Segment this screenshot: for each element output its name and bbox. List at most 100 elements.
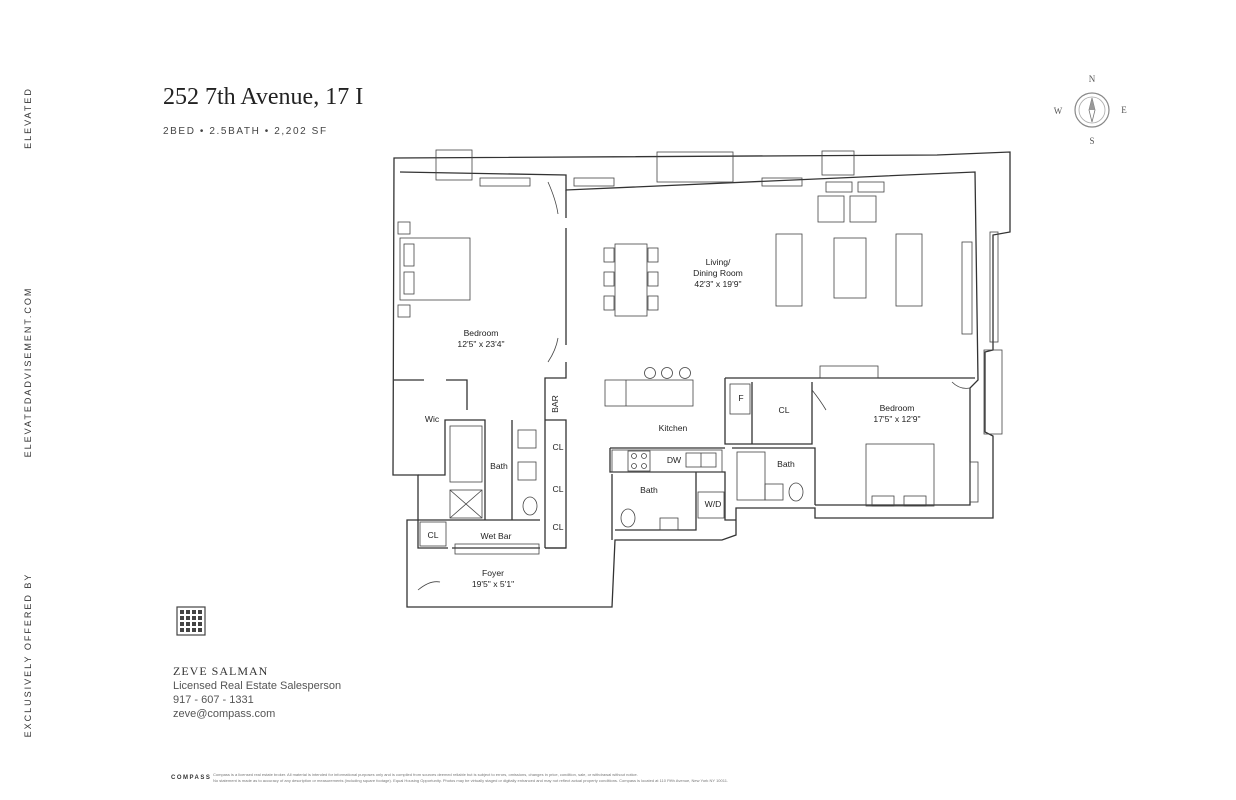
floor-plan: Living/ Dining Room 42'3" x 19'9" Bedroo… <box>392 149 1011 608</box>
closet-label: CL <box>553 442 564 452</box>
dining-chair <box>647 271 659 287</box>
wet-bar-label: Wet Bar <box>481 531 512 541</box>
compass-needle-north <box>1089 98 1095 110</box>
armchair <box>817 195 845 223</box>
bar-stool <box>661 367 673 379</box>
dining-chair <box>647 295 659 311</box>
sidebar-brand-text: ELEVATED <box>23 87 33 149</box>
bath-1-label: Bath <box>490 461 508 471</box>
dresser <box>969 461 979 503</box>
interior-wall <box>394 190 567 549</box>
agent-email[interactable]: zeve@compass.com <box>173 708 276 720</box>
closet-label: CL <box>779 405 790 415</box>
sidebar-offered-text: EXCLUSIVELY OFFERED BY <box>23 572 33 738</box>
bath-3-label: Bath <box>777 459 795 469</box>
bedroom-2-size: 17'5" x 12'9" <box>873 414 920 424</box>
kitchen-label: Kitchen <box>659 423 688 433</box>
dining-chair <box>603 271 615 287</box>
armchair <box>849 195 877 223</box>
coffee-table <box>833 237 867 299</box>
living-room-size: 42'3" x 19'9" <box>694 279 741 289</box>
burner <box>631 463 637 469</box>
wic-label: Wic <box>425 414 440 424</box>
kitchen-counter <box>611 449 723 473</box>
compass-e-label: E <box>1121 105 1127 115</box>
stove <box>627 450 651 472</box>
toilet <box>620 508 636 528</box>
compass-w-label: W <box>1054 106 1063 116</box>
bedroom-1-size: 12'5" x 23'4" <box>457 339 504 349</box>
window-bay <box>479 177 531 187</box>
side-chair <box>857 181 885 193</box>
window-bay <box>821 150 855 176</box>
burner <box>631 453 637 459</box>
bath-2-label: Bath <box>640 485 658 495</box>
window-bay <box>761 177 803 187</box>
powder-sink <box>659 517 679 531</box>
bedroom-1-label: Bedroom <box>464 328 499 338</box>
compass-n-label: N <box>1089 74 1096 84</box>
bar-stool <box>644 367 656 379</box>
washer-dryer-label: W/D <box>705 499 722 509</box>
nightstand <box>397 304 411 318</box>
agent-phone[interactable]: 917 - 607 - 1331 <box>173 694 254 706</box>
disclaimer-line-1: Compass is a licensed real estate broker… <box>213 772 638 777</box>
sidebar-website-link[interactable]: ELEVATEDADVISEMENT.COM <box>23 286 33 458</box>
dishwasher-label: DW <box>667 455 682 465</box>
fridge-box <box>729 383 751 415</box>
living-room-label-2: Dining Room <box>693 268 743 278</box>
disclaimer-line-2: No statement is made as to accuracy of a… <box>213 778 729 783</box>
foyer-wall <box>417 520 566 549</box>
dining-chair <box>603 247 615 263</box>
compass-outer-ring <box>1074 92 1110 128</box>
compass-brand-logo: COMPASS <box>171 775 212 781</box>
wet-bar-counter <box>454 543 540 555</box>
bed-secondary <box>865 443 935 507</box>
bathtub <box>736 451 766 501</box>
closet-label: CL <box>553 522 564 532</box>
window-bay <box>435 149 473 181</box>
media-console <box>961 241 973 335</box>
vanity-sink <box>517 429 537 449</box>
dining-chair <box>603 295 615 311</box>
shower <box>449 489 483 519</box>
window-bay <box>983 349 1003 435</box>
pillow <box>403 271 415 295</box>
bedroom-2-label: Bedroom <box>880 403 915 413</box>
pillow <box>903 495 927 507</box>
shower-diagonal <box>449 489 483 519</box>
side-chair <box>825 181 853 193</box>
living-room-label: Living/ <box>706 257 731 267</box>
closet-box <box>419 521 447 547</box>
kitchen-island <box>604 379 694 407</box>
dining-table <box>614 243 648 317</box>
pillow <box>403 243 415 267</box>
toilet <box>788 482 804 502</box>
toilet <box>522 496 538 516</box>
compass-s-label: S <box>1089 136 1094 146</box>
washer-dryer-box <box>697 491 725 519</box>
agent-name: ZEVE SALMAN <box>173 664 269 678</box>
vanity-sink <box>517 461 537 481</box>
fridge-label: F <box>738 393 743 403</box>
closet-label: CL <box>553 484 564 494</box>
window-bay <box>656 151 734 183</box>
bath-sink <box>764 483 784 501</box>
window-bay <box>989 231 999 343</box>
dining-chair <box>647 247 659 263</box>
compass-rose-icon: N S E W <box>1054 74 1128 146</box>
closet-label: CL <box>428 530 439 540</box>
door-swings <box>417 181 971 591</box>
tv-stand <box>819 365 879 379</box>
page-subtitle: 2BED • 2.5BATH • 2,202 SF <box>163 126 328 137</box>
bar-stool <box>679 367 691 379</box>
bar-label: BAR <box>550 395 560 413</box>
sofa-right <box>895 233 923 307</box>
window-bay <box>573 177 615 187</box>
foyer-size: 19'5" x 5'1" <box>472 579 514 589</box>
pillow <box>871 495 895 507</box>
sofa-left <box>775 233 803 307</box>
bathtub <box>449 425 483 483</box>
bed-primary <box>399 237 471 301</box>
burner <box>641 453 647 459</box>
